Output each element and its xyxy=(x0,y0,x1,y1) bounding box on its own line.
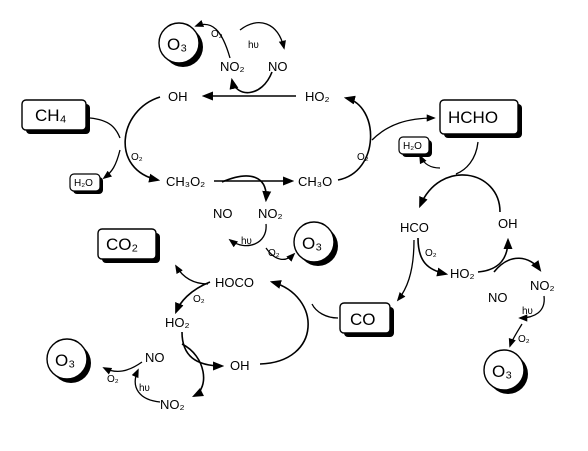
h2o-right-label: H₂O xyxy=(403,141,422,152)
hoco-label: HOCO xyxy=(215,275,254,290)
co2-label: CO₂ xyxy=(106,235,138,254)
hco-label: HCO xyxy=(400,220,429,235)
right-no-to-no2-arrow xyxy=(493,257,542,273)
oh-to-hco-arrow xyxy=(419,174,501,213)
lower-no-to-no2-arrow xyxy=(181,343,205,398)
ch4-box: CH₄ xyxy=(21,99,90,134)
right-o3-arrow xyxy=(508,323,523,348)
o3-lower-label: O₃ xyxy=(55,351,75,370)
top-no-label: NO xyxy=(268,59,288,74)
hcho-box: HCHO xyxy=(439,99,522,138)
ho2-to-oh-lower-arrow xyxy=(181,331,225,371)
right-o2-label: O₂ xyxy=(518,334,530,345)
o2-hco-label: O₂ xyxy=(425,248,437,259)
h2o-left-branch-arrow xyxy=(102,149,121,180)
co-feed-line xyxy=(311,303,339,319)
ho2-right-label: HO₂ xyxy=(450,266,475,281)
hoco-to-co2-arrow xyxy=(175,264,209,285)
lower-no-label: NO xyxy=(145,350,165,365)
mid-no-to-no2-arrow xyxy=(221,175,272,203)
to-hcho-branch-arrow xyxy=(371,114,436,141)
ho2-upper-label: HO₂ xyxy=(305,89,330,104)
top-o2-label: O₂ xyxy=(211,29,223,40)
o3-right-label: O₃ xyxy=(492,362,512,381)
ch3o2-label: CH₃O₂ xyxy=(166,174,205,189)
o3-middle-badge: O₃ xyxy=(293,221,338,266)
co-label: CO xyxy=(350,310,376,329)
ch4-feed-line xyxy=(89,117,121,139)
mid-hv-label: hʋ xyxy=(241,236,252,247)
right-no-label: NO xyxy=(488,290,508,305)
top-hv-label: hʋ xyxy=(248,40,259,51)
lower-hv-arrow xyxy=(131,368,161,403)
ch4-label: CH₄ xyxy=(35,106,67,125)
mid-no2-label: NO₂ xyxy=(258,206,283,221)
hcho-down-line xyxy=(455,141,479,175)
o3-middle-label: O₃ xyxy=(302,234,322,253)
right-hv-label: hʋ xyxy=(522,306,533,317)
oh-upper-label: OH xyxy=(168,89,188,104)
hco-to-ho2-arrow xyxy=(417,237,449,277)
ch3o-label: CH₃O xyxy=(298,174,332,189)
lower-hv-label: hʋ xyxy=(139,383,150,394)
ho2-lower-label: HO₂ xyxy=(165,315,190,330)
right-nox-cycle: NO NO₂ hʋ O₂ xyxy=(488,257,555,348)
oh-to-ch3o2-arrow xyxy=(124,96,161,183)
oh-right-label: OH xyxy=(498,216,518,231)
right-hv-arrow xyxy=(518,295,545,322)
ho2-to-oh-right-arrow xyxy=(477,237,513,273)
mid-o3-arrow xyxy=(265,247,296,262)
top-no2-label: NO₂ xyxy=(220,59,245,74)
mid-hv-arrow xyxy=(228,223,267,248)
co2-box: CO₂ xyxy=(97,228,160,263)
co-box: CO xyxy=(339,302,394,337)
mid-no-label: NO xyxy=(213,206,233,221)
oh-lower-label: OH xyxy=(230,358,250,373)
top-hv-arrow xyxy=(239,22,286,50)
hco-to-co-arrow xyxy=(396,239,415,302)
lower-o2-label: O₂ xyxy=(107,374,119,385)
lower-no2-label: NO₂ xyxy=(160,397,185,412)
mid-o2-label: O₂ xyxy=(268,248,280,259)
middle-nox-cycle: NO NO₂ hʋ O₂ xyxy=(213,175,296,262)
h2o-right-pill: H₂O xyxy=(398,136,432,157)
o3-top-label: O₃ xyxy=(167,35,187,54)
top-nox-cycle: O₂ hʋ NO₂ NO xyxy=(194,20,288,94)
o2-ch3o-label: O₂ xyxy=(357,152,369,163)
hcho-label: HCHO xyxy=(448,108,498,127)
o2-hoco-label: O₂ xyxy=(193,294,205,305)
lower-nox-cycle: NO NO₂ hʋ O₂ xyxy=(102,343,205,412)
top-no2-photolysis-arrow xyxy=(194,20,231,59)
o3-lower-badge: O₃ xyxy=(46,338,91,383)
top-no-to-no2-arrow xyxy=(229,71,273,94)
oh-to-hoco-arrow xyxy=(259,280,309,365)
hoco-to-ho2-arrow xyxy=(175,281,211,315)
h2o-right-branch-arrow xyxy=(419,154,441,169)
o3-right-badge: O₃ xyxy=(483,349,528,394)
lower-o3-arrow xyxy=(102,361,143,375)
h2o-left-label: H₂O xyxy=(74,178,93,189)
o2-ch4-label: O₂ xyxy=(131,152,143,163)
right-no2-label: NO₂ xyxy=(530,278,555,293)
ch3o-to-ho2-arrow xyxy=(337,95,372,181)
h2o-left-pill: H₂O xyxy=(69,173,103,194)
o3-top-badge: O₃ xyxy=(158,22,203,67)
